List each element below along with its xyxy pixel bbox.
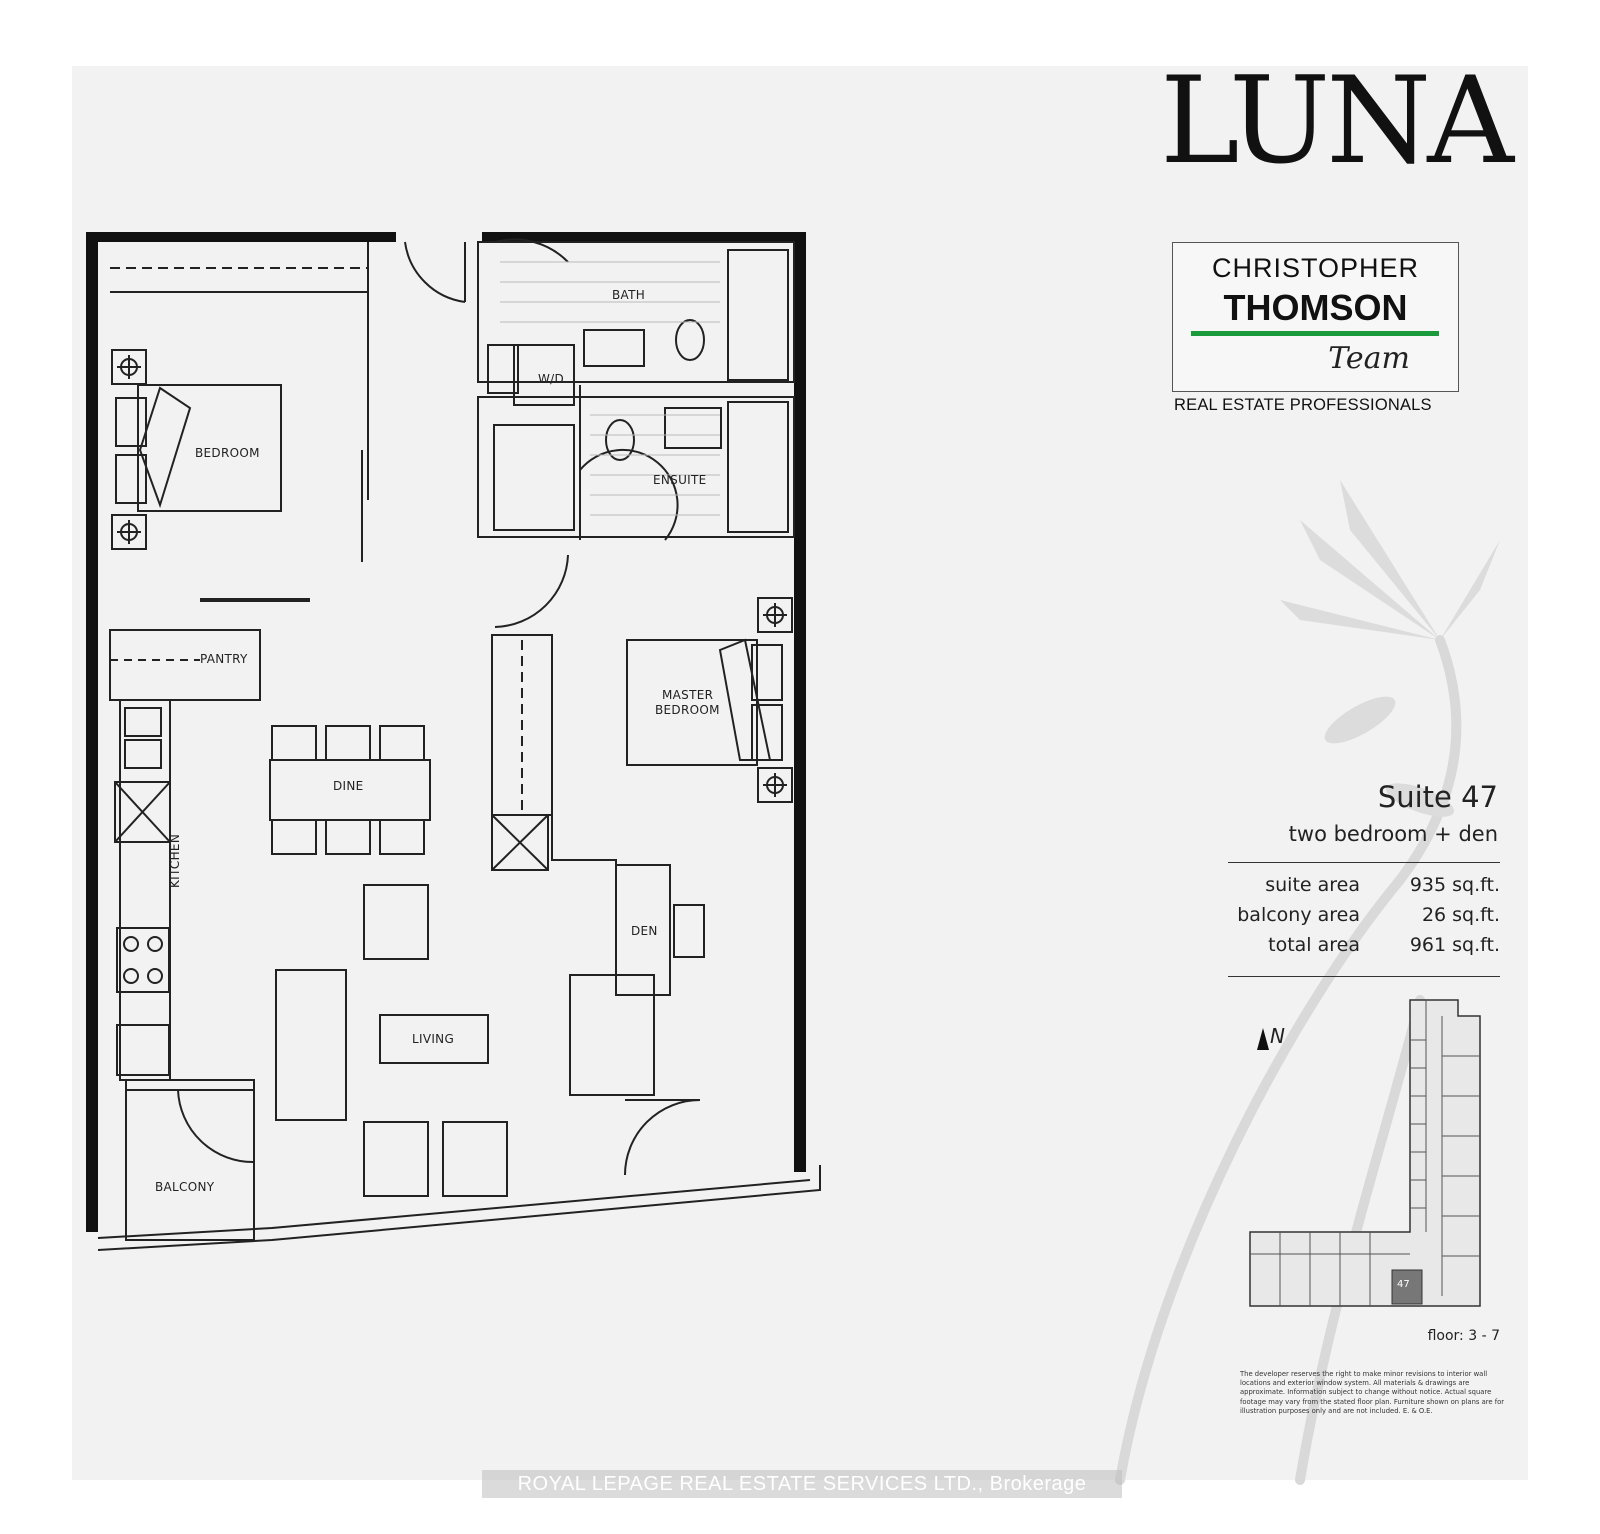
team-tagline: REAL ESTATE PROFESSIONALS — [1174, 396, 1432, 414]
unit-47-highlight — [1391, 1269, 1423, 1305]
team-logo-box: CHRISTOPHER THOMSON Team — [1172, 242, 1459, 392]
area-row-balcony: balcony area 26 sq.ft. — [1228, 904, 1500, 930]
area-value: 961 sq.ft. — [1409, 934, 1500, 956]
divider-bottom — [1228, 976, 1500, 977]
luna-logo: LUNA — [1160, 52, 1514, 191]
room-label-balcony: BALCONY — [155, 1180, 215, 1194]
team-word: Team — [1328, 341, 1410, 376]
north-label: N — [1270, 1024, 1285, 1048]
team-name-first: CHRISTOPHER — [1211, 253, 1420, 283]
room-label-ensuite: ENSUITE — [653, 473, 707, 487]
room-label-master-2: BEDROOM — [655, 703, 720, 717]
room-label-bedroom: BEDROOM — [195, 446, 260, 460]
exterior-wall-east — [794, 232, 806, 1172]
room-label-den: DEN — [631, 924, 658, 938]
suite-title: Suite 47 — [1377, 780, 1498, 814]
north-arrow-icon — [1257, 1028, 1269, 1050]
room-label-kitchen: KITCHEN — [168, 833, 182, 888]
room-label-master-1: MASTER — [662, 688, 714, 702]
floor-range: floor: 3 - 7 — [1427, 1328, 1500, 1344]
team-accent-rule — [1191, 331, 1439, 336]
area-row-suite: suite area 935 sq.ft. — [1228, 874, 1500, 900]
brokerage-watermark-text: ROYAL LEPAGE REAL ESTATE SERVICES LTD., … — [517, 1473, 1087, 1495]
disclaimer-text: The developer reserves the right to make… — [1240, 1370, 1505, 1415]
area-value: 26 sq.ft. — [1421, 904, 1500, 926]
exterior-wall-north-1 — [86, 232, 396, 242]
area-value: 935 sq.ft. — [1409, 874, 1500, 896]
area-label: balcony area — [1237, 904, 1360, 926]
suite-type: two bedroom + den — [1288, 822, 1498, 846]
area-label: suite area — [1265, 874, 1360, 896]
exterior-wall-west — [86, 232, 98, 1232]
exterior-wall-north-2 — [482, 232, 802, 242]
unit-tag: 47 — [1397, 1279, 1410, 1290]
room-label-dine: DINE — [333, 779, 364, 793]
building-key-plan — [1249, 999, 1481, 1307]
room-label-pantry: PANTRY — [200, 652, 248, 666]
room-label-bath: BATH — [612, 288, 646, 302]
brokerage-watermark: ROYAL LEPAGE REAL ESTATE SERVICES LTD., … — [482, 1470, 1122, 1498]
room-label-living: LIVING — [412, 1032, 455, 1046]
team-name-last: THOMSON — [1223, 287, 1408, 328]
area-label: total area — [1268, 934, 1360, 956]
divider-top — [1228, 862, 1500, 863]
area-row-total: total area 961 sq.ft. — [1228, 934, 1500, 960]
room-label-wd: W/D — [538, 372, 565, 386]
